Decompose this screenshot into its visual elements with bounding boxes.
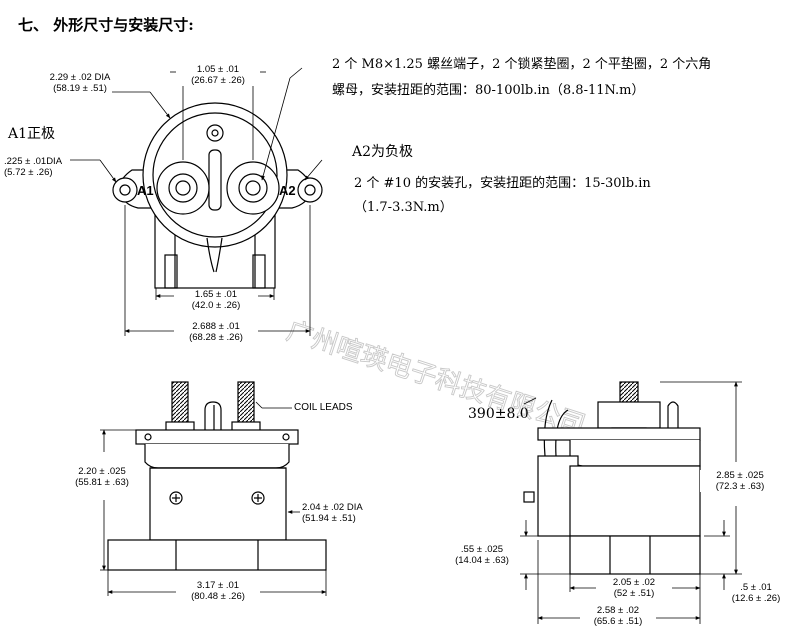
section-title: 七、 外形尺寸与安装尺寸: xyxy=(18,16,194,34)
top-view xyxy=(112,102,323,289)
a1-positive-label: A1正极 xyxy=(8,126,56,142)
holes-note-line2: （1.7-3.3N.m） xyxy=(354,200,453,215)
front-view-body xyxy=(149,467,287,541)
front-width-dimension: 3.17 ± .01(80.48 ± .26) xyxy=(176,580,260,602)
base-height-dimension: .55 ± .025(14.04 ± .63) xyxy=(455,544,509,566)
side-height-dimension: 2.85 ± .025(72.3 ± .63) xyxy=(700,470,780,492)
side-view-body xyxy=(569,465,701,537)
mount-hole-dimension: .225 ± .01DIA(5.72 ± .26) xyxy=(4,156,63,178)
foot-width-dimension: 2.05 ± .02(52 ± .51) xyxy=(596,577,672,599)
top-span-dimension: 1.05 ± .01(26.67 ± .26) xyxy=(176,64,260,86)
terminal-a2 xyxy=(226,161,280,215)
front-dia-dimension: 2.04 ± .02 DIA(51.94 ± .51) xyxy=(302,502,363,524)
mount-hole-left xyxy=(112,177,138,203)
terminal-a1-text: A1 xyxy=(137,183,154,198)
side-view xyxy=(523,381,701,575)
inner-span-dimension: 1.65 ± .01(42.0 ± .26) xyxy=(174,289,258,311)
coil-leads-label: COIL LEADS xyxy=(294,402,353,413)
terminals-note-line2: 螺母，安装扭距的范围：80-100lb.in（8.8-11N.m） xyxy=(332,83,645,98)
terminal-a1 xyxy=(156,161,210,215)
mount-hole-right xyxy=(297,177,323,203)
front-view xyxy=(107,381,327,571)
side-view-base xyxy=(569,535,701,575)
lead-length-label: 390±8.0 xyxy=(468,406,529,422)
front-view-base xyxy=(107,539,327,571)
bottom-height-dimension: .5 ± .01(12.6 ± .26) xyxy=(731,582,781,604)
holes-note-line1: 2 个 #10 的安装孔，安装扭距的范围：15-30lb.in xyxy=(354,176,651,191)
front-height-dimension: 2.20 ± .025(55.81 ± .63) xyxy=(62,466,142,488)
a2-negative-label: A2为负极 xyxy=(352,144,414,160)
outer-span-dimension: 2.688 ± .01(68.28 ± .26) xyxy=(174,321,258,343)
watermark-text: 广州喧瑛电子科技有限公司 xyxy=(283,316,589,441)
top-dia-dimension: 2.29 ± .02 DIA(58.19 ± .51) xyxy=(49,72,111,94)
terminal-a2-text: A2 xyxy=(279,183,296,198)
total-width-dimension: 2.58 ± .02(65.6 ± .51) xyxy=(580,605,656,627)
terminals-note-line1: 2 个 M8×1.25 螺丝端子，2 个锁紧垫圈，2 个平垫圈，2 个六角 xyxy=(332,57,712,72)
